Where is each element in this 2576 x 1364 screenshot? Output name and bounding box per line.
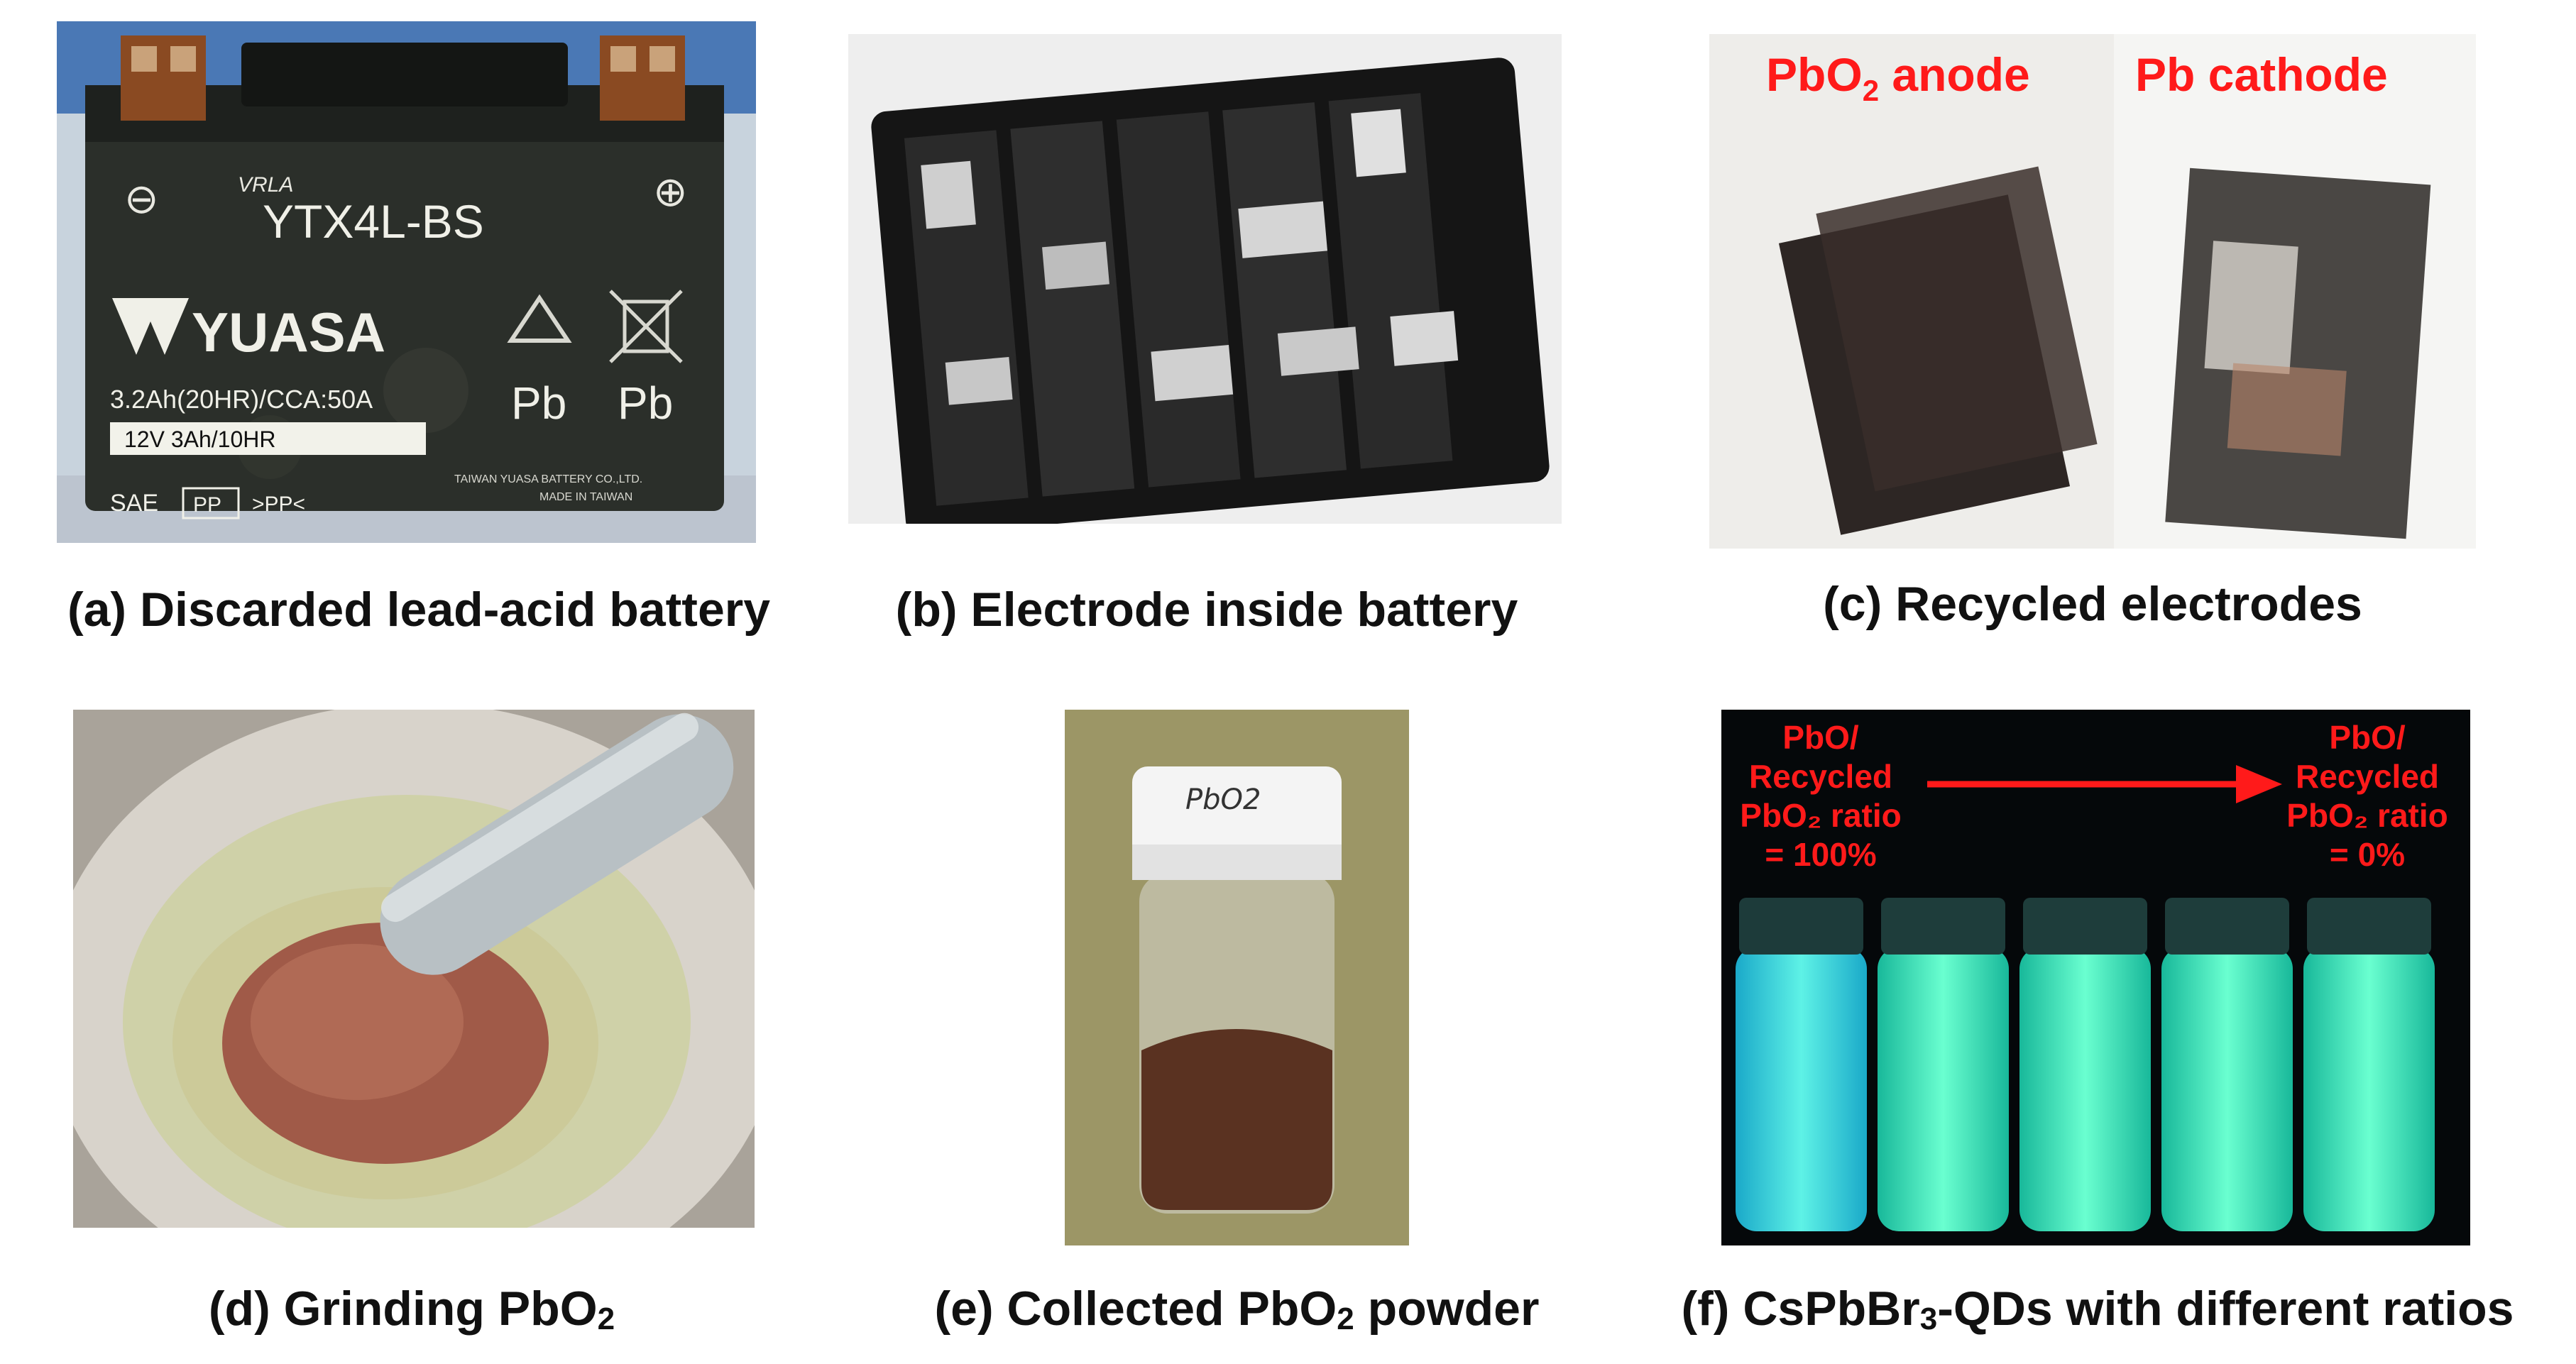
svg-text:Recycled: Recycled [2296,758,2439,795]
label-ratio-0: PbO/ Recycled PbO₂ ratio = 0% [2286,719,2448,873]
caption-e-rest: powder [1354,1282,1540,1336]
battery-minus-symbol: ⊖ [124,175,159,223]
svg-text:PbO₂ ratio: PbO₂ ratio [2286,797,2448,834]
photo-electrode-inside-battery [848,34,1562,524]
label-pb-cathode: Pb cathode [2135,48,2388,101]
photo-cspbbr3-qd-vials: PbO/ Recycled PbO₂ ratio = 100% PbO/ Rec… [1721,710,2470,1245]
battery-made-in-text: MADE IN TAIWAN [539,491,632,503]
svg-text:= 0%: = 0% [2330,836,2405,873]
caption-e: (e) Collected PbO2 powder [894,1281,1579,1337]
caption-f-rest: -QDs with different ratios [1937,1282,2514,1336]
svg-text:Recycled: Recycled [1749,758,1892,795]
battery-ppc-text: >PP< [252,493,305,516]
label-pbo2-anode: PbO2 anode [1766,48,2030,107]
caption-c: (c) Recycled electrodes [1823,577,2362,631]
battery-brand-text: YUASA [192,301,385,363]
battery-sae-text: SAE [110,490,158,517]
caption-e-main: (e) Collected PbO [934,1282,1337,1336]
battery-pp-text: PP [193,493,221,517]
caption-f-main: (f) CsPbBr [1681,1282,1920,1336]
caption-d: (d) Grinding PbO2 [43,1281,781,1337]
battery-rating-text: 12V 3Ah/10HR [124,427,275,452]
svg-text:PbO/: PbO/ [2329,719,2406,756]
battery-model-text: YTX4L-BS [263,195,484,248]
caption-b: (b) Electrode inside battery [895,583,1518,637]
caption-f-sub: 3 [1919,1302,1938,1336]
battery-plus-symbol: ⊕ [653,167,688,216]
caption-a: (a) Discarded lead-acid battery [67,583,771,637]
svg-text:= 100%: = 100% [1765,836,1876,873]
svg-text:PbO/: PbO/ [1782,719,1859,756]
photo-discarded-battery: ⊖ ⊕ VRLA YTX4L-BS YUASA 3.2Ah(20HR)/CCA:… [57,21,756,543]
battery-capacity-text: 3.2Ah(20HR)/CCA:50A [110,385,373,414]
svg-text:PbO₂ ratio: PbO₂ ratio [1740,797,1901,834]
crossed-bin-icon [609,290,683,363]
battery-vrla-text: VRLA [238,173,293,197]
vial-label: PbO2 [1185,783,1261,816]
caption-d-main: (d) Grinding PbO [208,1282,598,1336]
yuasa-logo-icon [112,298,189,355]
label-ratio-100: PbO/ Recycled PbO₂ ratio = 100% [1740,719,1901,873]
battery-pb-right: Pb [618,378,673,429]
arrow-right-icon [1927,765,2282,803]
photo-recycled-electrodes: PbO2 anode Pb cathode [1709,34,2476,549]
battery-pb-left: Pb [511,378,566,429]
battery-maker-text: TAIWAN YUASA BATTERY CO.,LTD. [454,473,642,485]
caption-e-sub: 2 [1337,1302,1354,1336]
caption-f: (f) CsPbBr3-QDs with different ratios [1626,1281,2570,1337]
photo-grinding-pbo2 [73,710,755,1228]
photo-collected-pbo2-powder: PbO2 [1065,710,1409,1245]
recycle-icon [507,294,572,343]
caption-d-sub: 2 [597,1302,615,1336]
